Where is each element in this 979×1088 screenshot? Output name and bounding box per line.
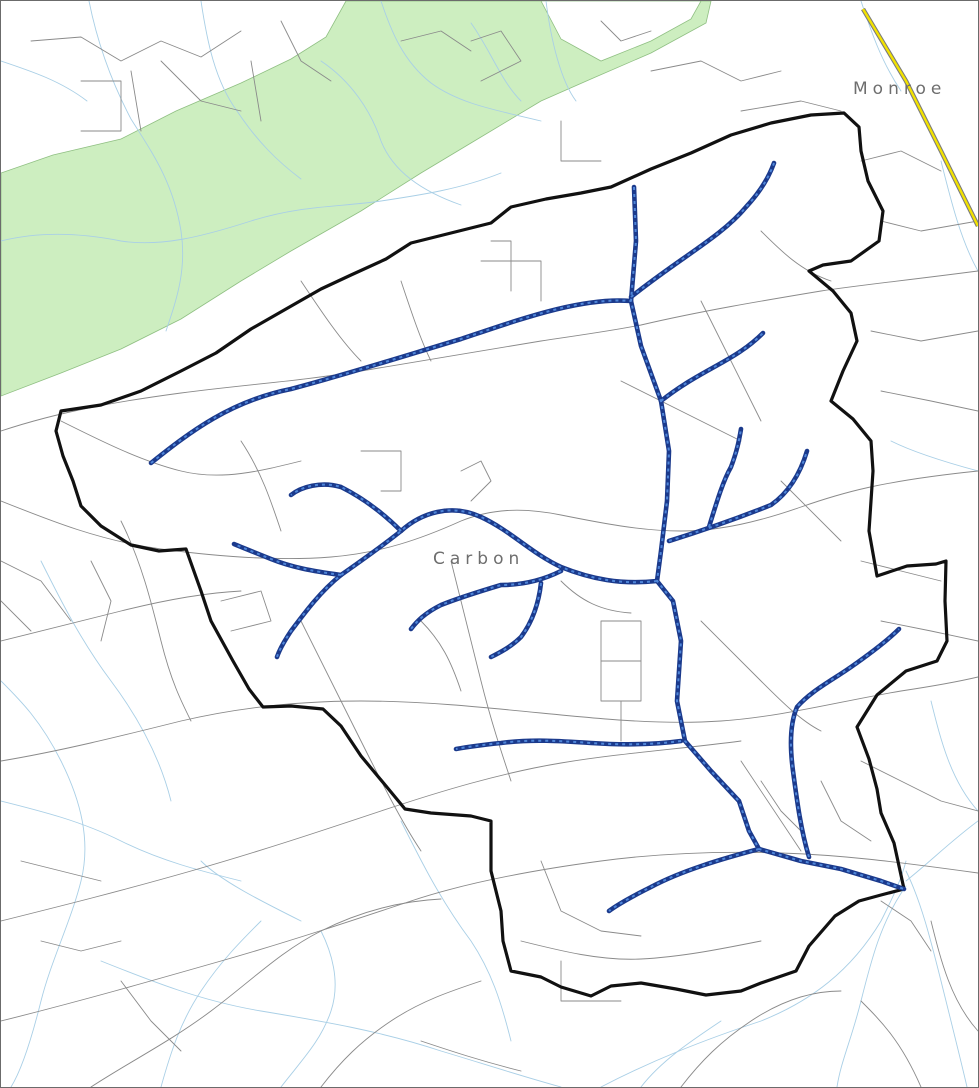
southwest-branch xyxy=(606,846,762,914)
north-branch xyxy=(628,160,777,300)
northeast-branch xyxy=(658,330,766,404)
county-label-carbon: Carbon xyxy=(433,549,524,569)
county-label-monroe: Monroe xyxy=(853,79,946,99)
west-branch xyxy=(148,298,634,466)
county-boundary xyxy=(861,7,978,227)
west-branch-b xyxy=(288,482,404,534)
center-branch xyxy=(274,508,660,660)
watershed-boundary xyxy=(54,111,949,998)
southeast-branch xyxy=(788,626,902,860)
west-branch-c xyxy=(231,541,344,578)
east-branch-a xyxy=(666,448,810,544)
forest-land xyxy=(1,1,712,397)
tributary-streams xyxy=(148,160,907,914)
center-south-branch-b xyxy=(488,580,544,660)
